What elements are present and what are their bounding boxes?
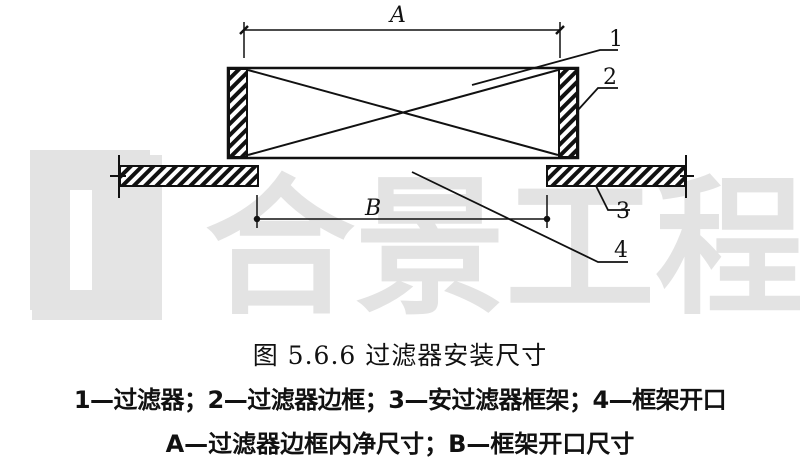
mounting-frame-left bbox=[119, 165, 259, 187]
figure-legend-items: 1—过滤器；2—过滤器边框；3—安过滤器框架；4—框架开口 bbox=[73, 386, 727, 414]
figure-legend-dimensions: A—过滤器边框内净尺寸；B—框架开口尺寸 bbox=[165, 430, 635, 458]
leader-lines bbox=[411, 49, 630, 263]
filter-body bbox=[226, 66, 580, 160]
dimension-a-label: A bbox=[388, 3, 406, 28]
callout-2: 2 bbox=[603, 65, 617, 90]
callout-4: 4 bbox=[614, 238, 628, 263]
figure-title: 图 5.6.6 过滤器安装尺寸 bbox=[252, 341, 548, 370]
mounting-frame bbox=[110, 155, 694, 198]
callout-1: 1 bbox=[609, 27, 623, 52]
filter-frame-left bbox=[228, 68, 248, 158]
dimension-a bbox=[239, 22, 565, 58]
callout-3: 3 bbox=[616, 199, 630, 224]
dimension-b-label: B bbox=[364, 196, 381, 221]
dimension-b bbox=[253, 195, 551, 228]
filter-frame-right bbox=[558, 68, 578, 158]
mounting-frame-right bbox=[546, 165, 686, 187]
